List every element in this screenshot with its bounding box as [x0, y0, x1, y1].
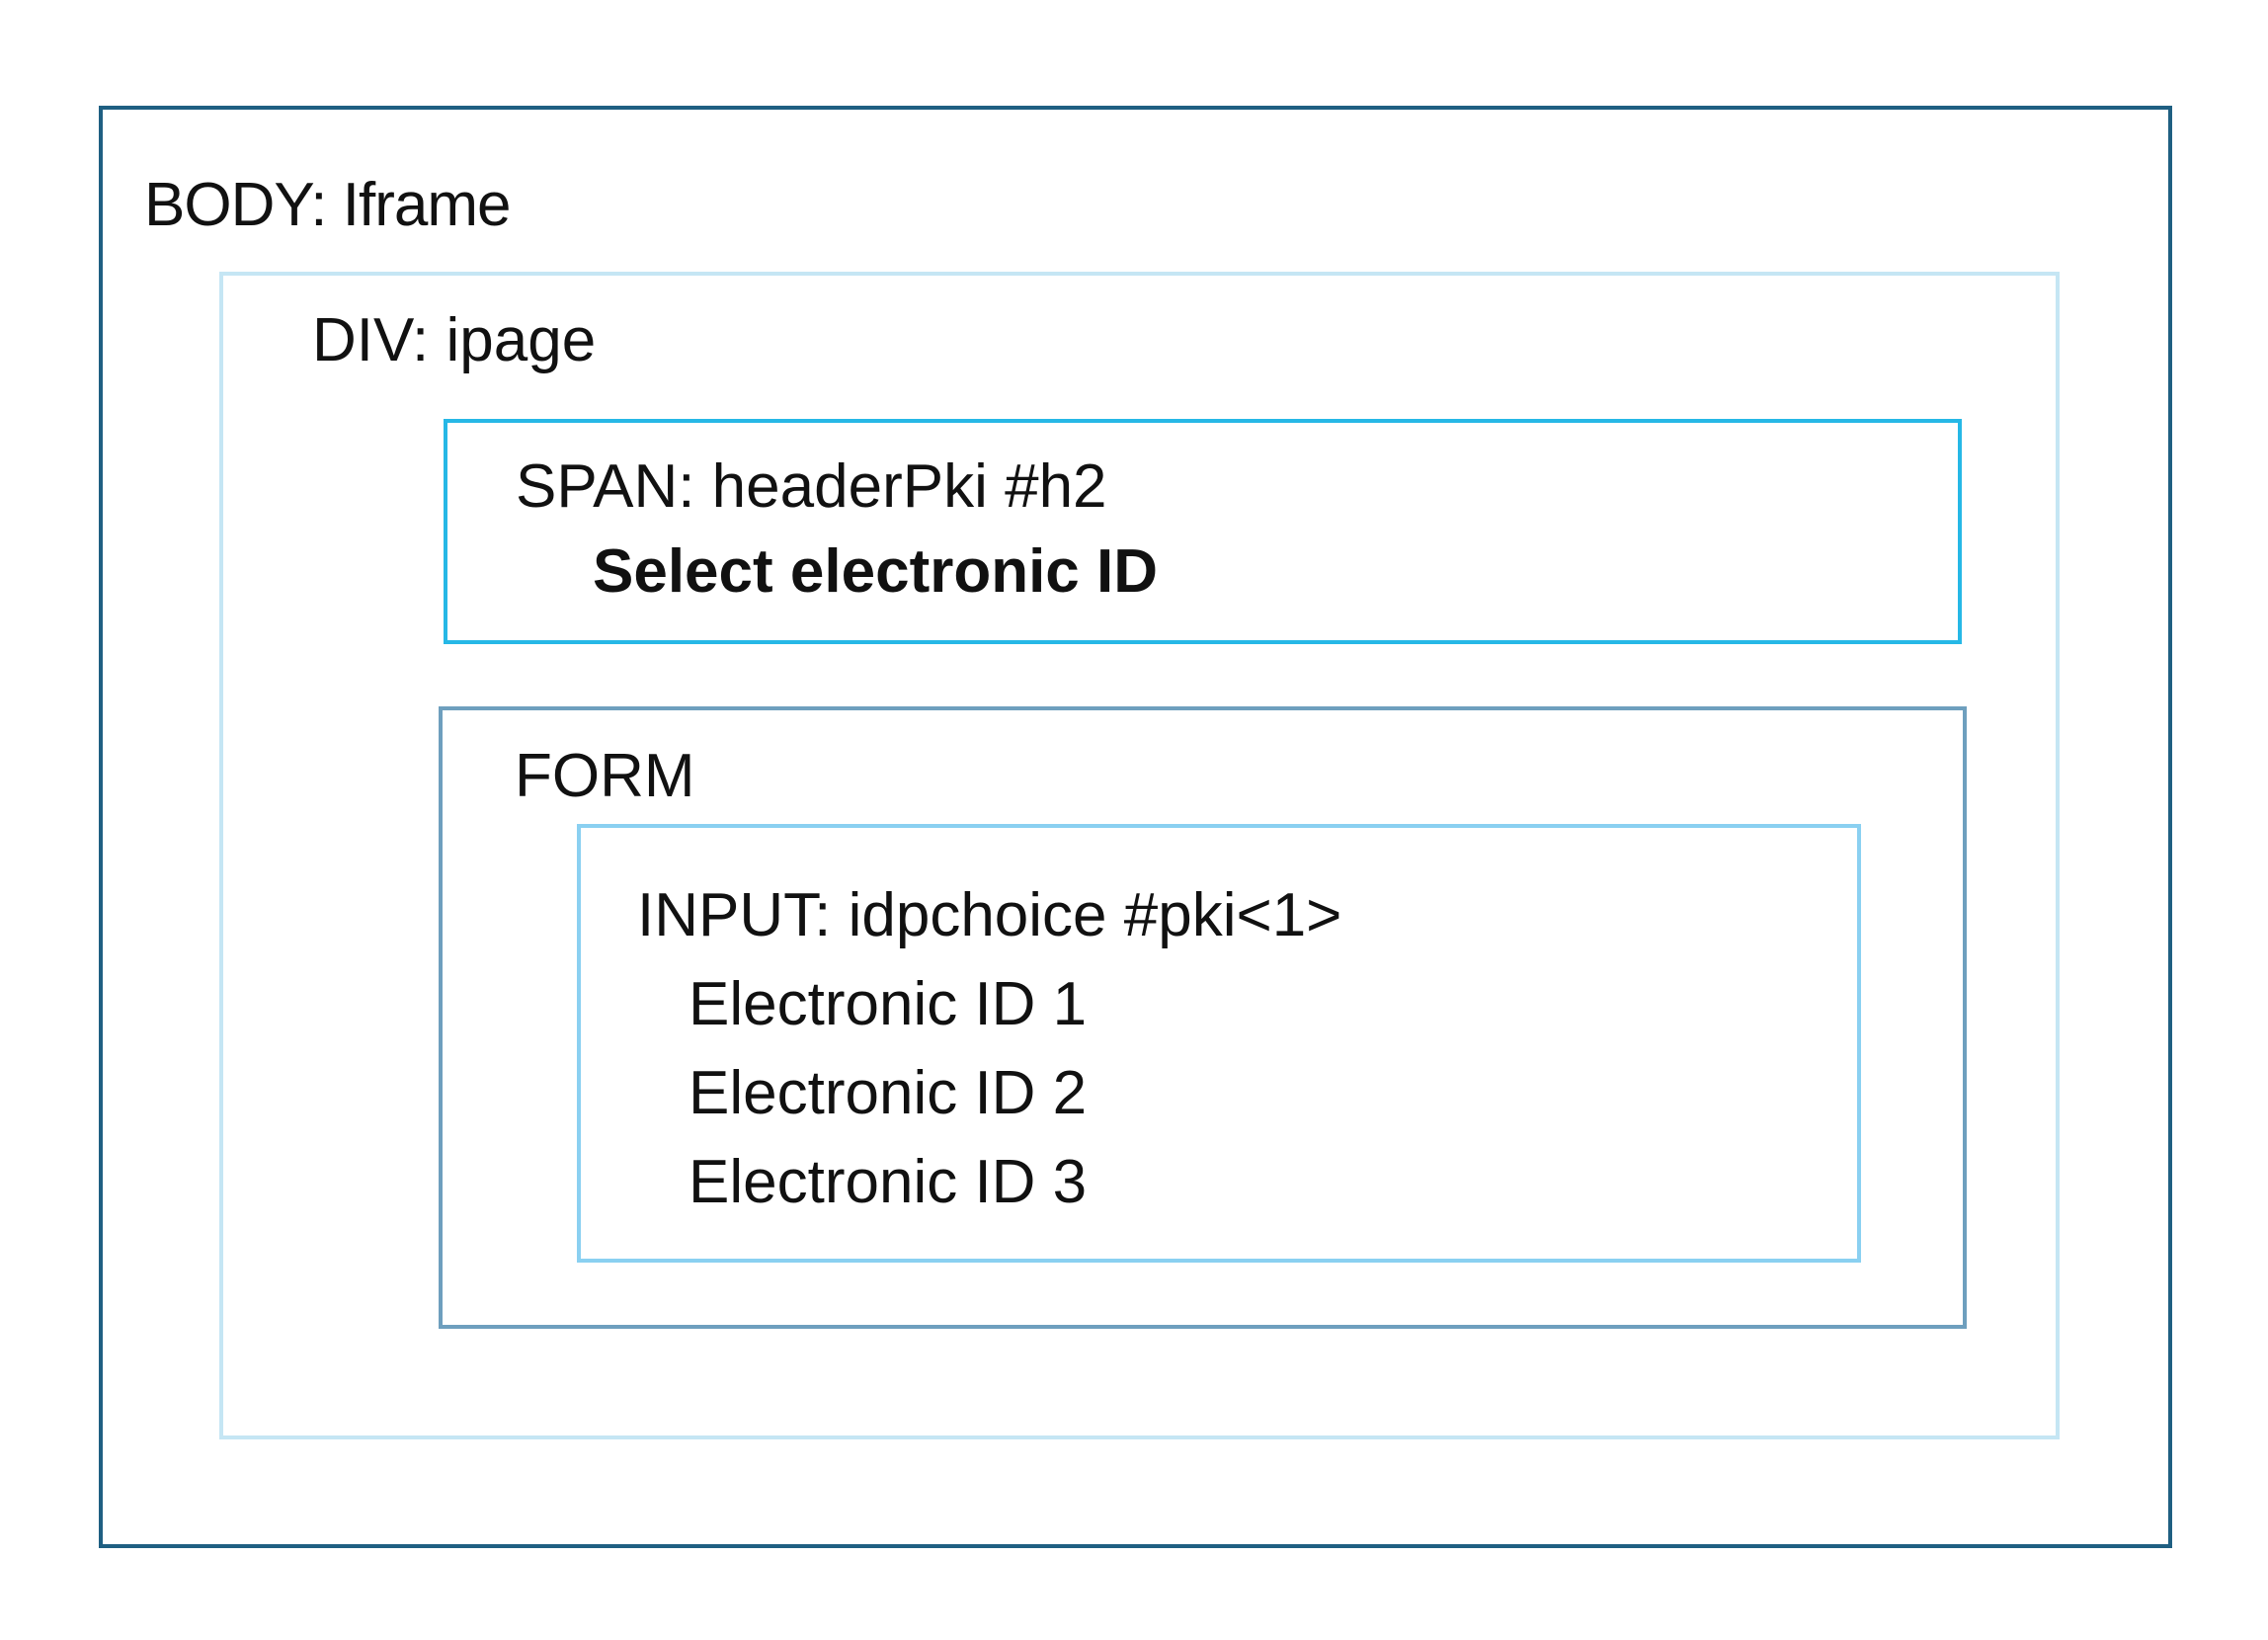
input-idpchoice-box: [577, 824, 1861, 1263]
electronic-id-option-1: Electronic ID 1: [688, 970, 1088, 1038]
div-ipage-box: [219, 272, 2060, 1439]
select-electronic-id-heading: Select electronic ID: [593, 537, 1159, 606]
span-header-label: SPAN: headerPki #h2: [516, 452, 1107, 521]
div-ipage-label: DIV: ipage: [312, 306, 597, 374]
electronic-id-option-3: Electronic ID 3: [688, 1148, 1088, 1216]
span-header-box: [444, 419, 1962, 644]
electronic-id-option-2: Electronic ID 2: [688, 1059, 1088, 1127]
body-iframe-label: BODY: Iframe: [144, 171, 511, 239]
form-label: FORM: [515, 742, 695, 810]
input-idpchoice-label: INPUT: idpchoice #pki<1>: [637, 881, 1342, 949]
form-box: [439, 706, 1967, 1329]
body-iframe-box: [99, 106, 2172, 1548]
